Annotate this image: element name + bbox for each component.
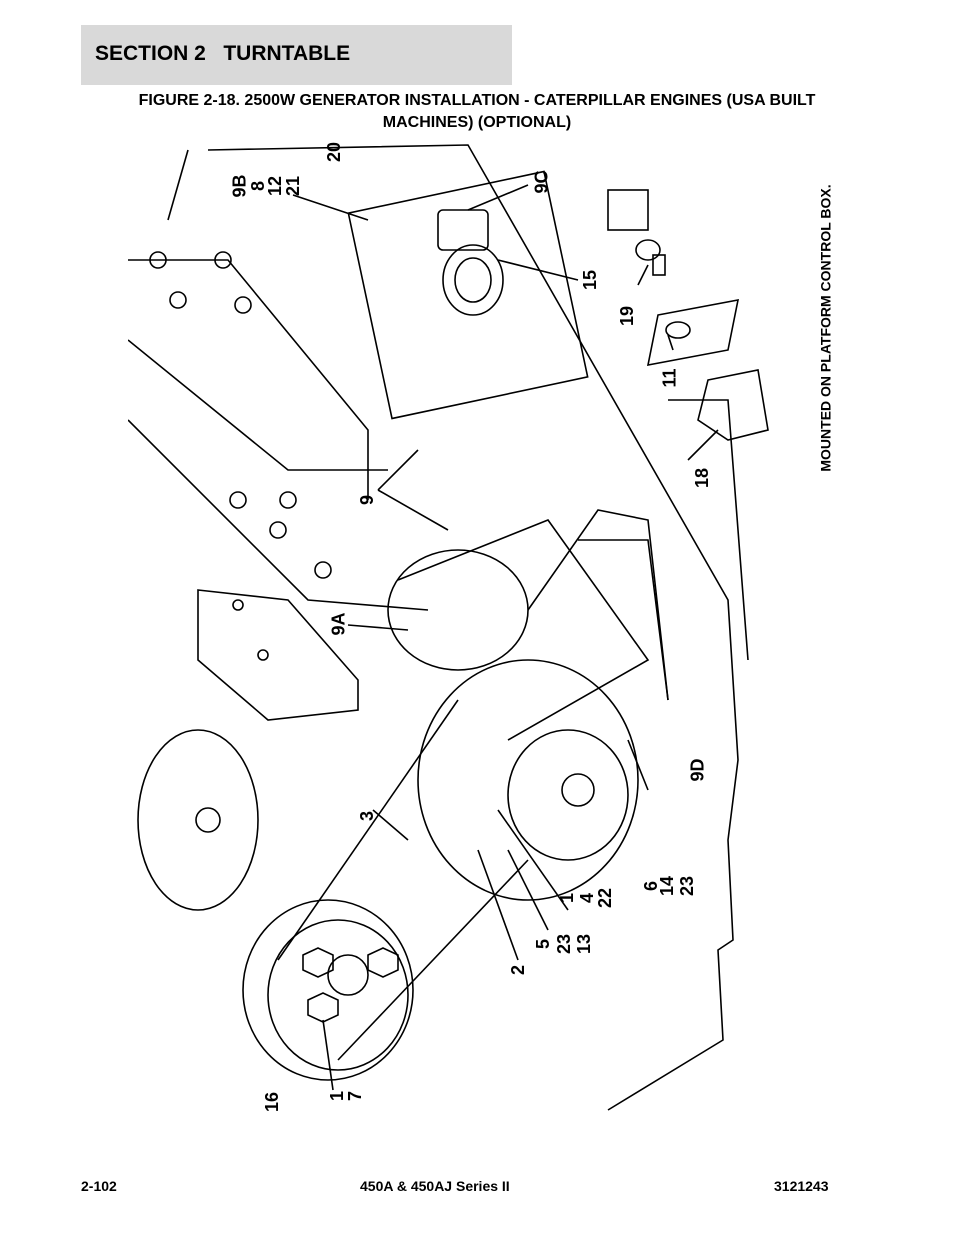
callout-9b: 9B xyxy=(229,174,250,198)
figure-title-line2: MACHINES) (OPTIONAL) xyxy=(382,114,572,131)
callout-23a: 23 xyxy=(677,875,698,897)
callout-12: 12 xyxy=(265,175,286,197)
callout-7: 7 xyxy=(345,1090,366,1102)
callout-9c: 9C xyxy=(531,170,552,194)
callout-9d: 9D xyxy=(687,758,708,782)
mounting-note: MOUNTED ON PLATFORM CONTROL BOX. xyxy=(817,184,834,472)
section-header: SECTION 2 TURNTABLE xyxy=(81,25,512,85)
callout-19: 19 xyxy=(617,305,638,327)
callout-21: 21 xyxy=(283,175,304,197)
callout-5: 5 xyxy=(533,938,554,950)
callout-13: 13 xyxy=(574,933,595,955)
callout-1b: 1 xyxy=(327,1090,348,1102)
model-name: 450A & 450AJ Series II xyxy=(360,1178,510,1194)
section-title: SECTION 2 TURNTABLE xyxy=(95,42,351,65)
callout-14: 14 xyxy=(657,875,678,897)
callout-9a: 9A xyxy=(328,612,349,636)
callout-20: 20 xyxy=(324,141,345,163)
generator-installation-drawing xyxy=(128,144,769,1111)
document-number: 3121243 xyxy=(774,1178,829,1194)
callout-23b: 23 xyxy=(554,933,575,955)
callout-1a: 1 xyxy=(557,892,578,904)
page-number: 2-102 xyxy=(81,1178,117,1194)
callout-18: 18 xyxy=(692,467,713,489)
callout-11: 11 xyxy=(659,368,680,388)
callout-16: 16 xyxy=(262,1091,283,1113)
callout-4: 4 xyxy=(577,892,598,904)
callout-2: 2 xyxy=(508,964,529,976)
callout-22: 22 xyxy=(595,887,616,909)
figure-title: FIGURE 2-18. 2500W GENERATOR INSTALLATIO… xyxy=(80,90,874,134)
callout-3: 3 xyxy=(357,810,378,822)
figure-title-line1: FIGURE 2-18. 2500W GENERATOR INSTALLATIO… xyxy=(138,92,816,109)
callout-9: 9 xyxy=(357,494,378,506)
callout-15: 15 xyxy=(580,269,601,291)
